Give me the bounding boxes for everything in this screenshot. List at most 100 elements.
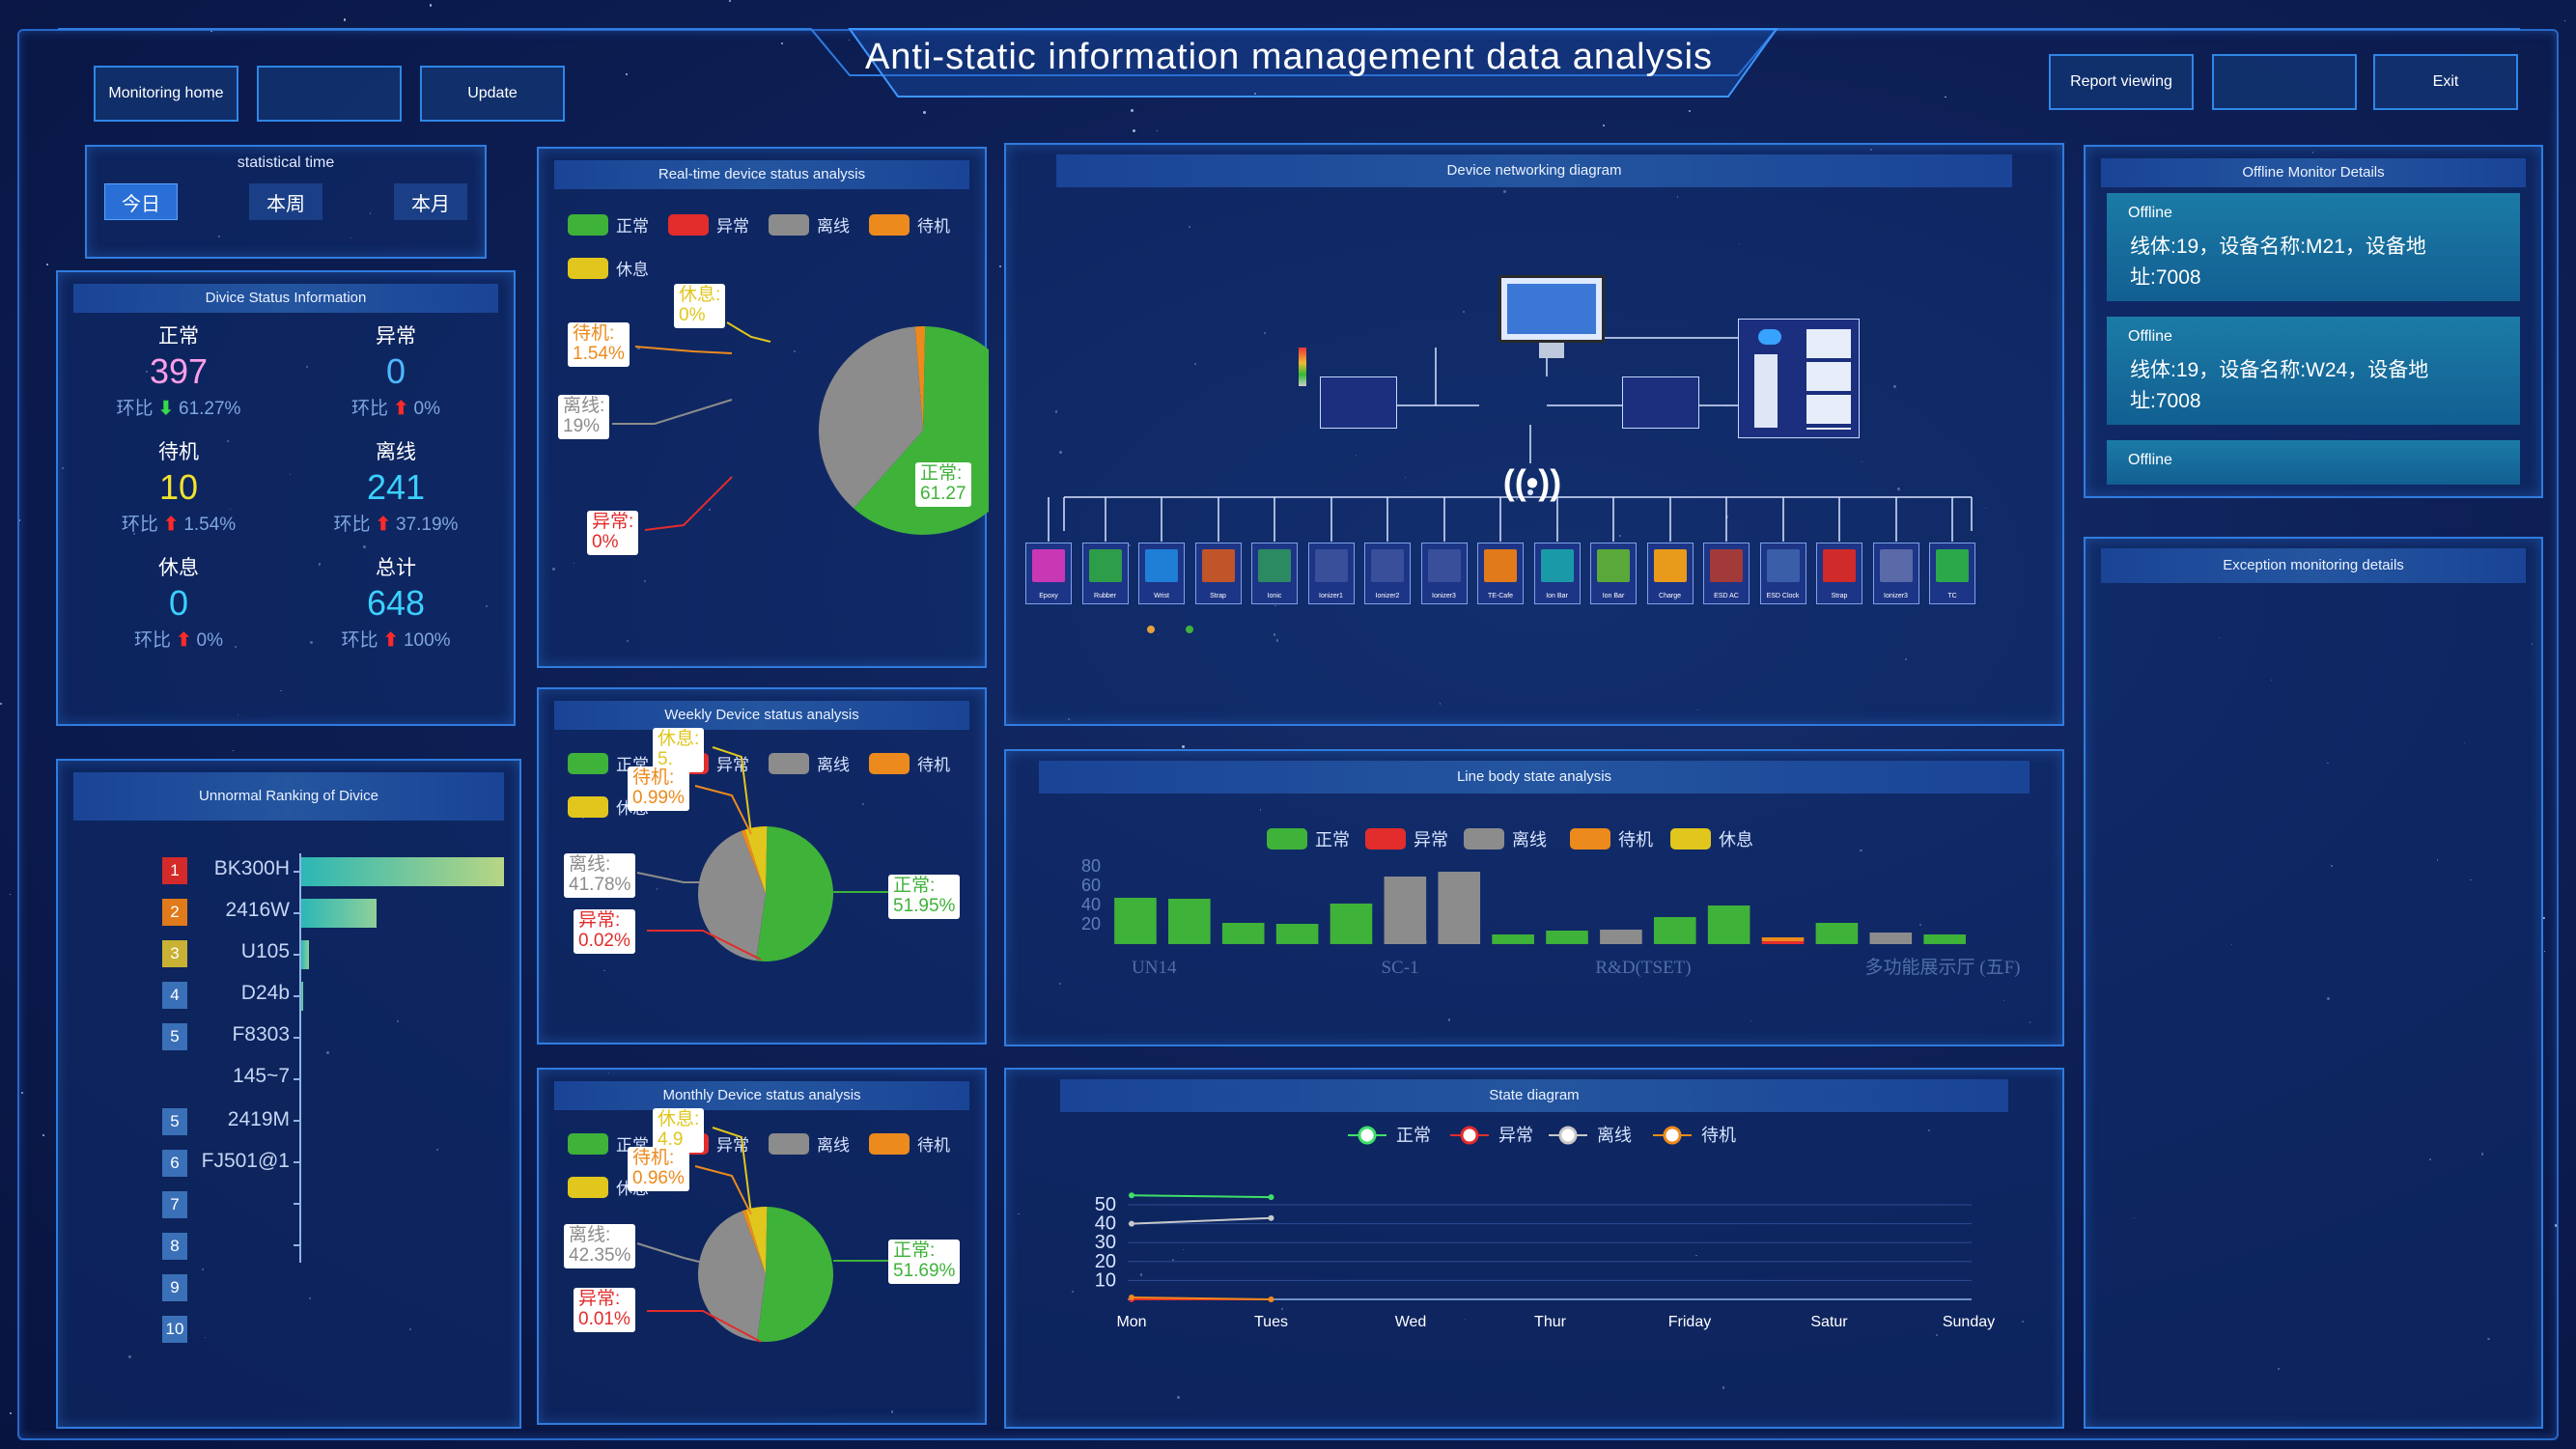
legend-item[interactable]: 离线: [769, 212, 850, 237]
device-tile[interactable]: Rubber: [1081, 543, 1129, 604]
tab-this-month[interactable]: 本月: [394, 183, 467, 220]
legend-item[interactable]: 休息: [568, 256, 649, 280]
y-tick-label: 60: [1081, 876, 1101, 895]
state-diagram-title: State diagram: [1060, 1079, 2008, 1112]
offline-status: Offline: [2128, 205, 2172, 221]
nav-exit-label: Exit: [2432, 73, 2459, 90]
legend-swatch: [1365, 828, 1406, 850]
bar: [1275, 924, 1319, 944]
legend-swatch: [1464, 828, 1504, 850]
device-tile-label: TC: [1947, 593, 1957, 599]
device-tile[interactable]: ESD Clock: [1759, 543, 1806, 604]
nav-exit-button[interactable]: Exit: [2373, 54, 2518, 110]
bar: [1761, 937, 1805, 941]
device-tile[interactable]: Ion Bar: [1533, 543, 1581, 604]
callout-box: 休息: 4.9: [653, 1108, 705, 1153]
device-tile[interactable]: Ionizer2: [1364, 543, 1411, 604]
rank-badge: 2: [162, 899, 187, 926]
data-point: [1268, 1194, 1274, 1201]
legend-label: 离线: [817, 756, 850, 774]
legend-item[interactable]: 待机: [869, 751, 950, 775]
legend-item[interactable]: 待机: [869, 212, 950, 237]
legend-label: 休息: [1719, 830, 1753, 850]
offline-card[interactable]: Offline 线体:19，设备名称:M21，设备地址:7008: [2107, 193, 2520, 301]
offline-detail: 线体:19，设备名称:M21，设备地址:7008: [2130, 236, 2426, 289]
tab-this-week[interactable]: 本周: [249, 183, 322, 220]
device-tile-icon: [1597, 549, 1630, 582]
nav-blank-button[interactable]: [257, 66, 402, 122]
x-tick-label: UN14: [1132, 958, 1177, 978]
device-tile[interactable]: Ion Bar: [1590, 543, 1637, 604]
legend-item[interactable]: 正常: [568, 212, 649, 237]
offline-card[interactable]: Offline: [2107, 440, 2520, 485]
device-tile-icon: [1823, 549, 1856, 582]
y-tick-label: 80: [1081, 856, 1101, 876]
device-tile[interactable]: Ionizer3: [1872, 543, 1919, 604]
status-stat-label: 离线: [376, 441, 416, 463]
star: [343, 18, 347, 21]
callout-leader: [712, 1127, 752, 1215]
y-tick-label: 40: [1081, 895, 1101, 914]
status-stat-change: 环比 ⬆ 0%: [299, 394, 492, 420]
rank-device-name: FJ501@1: [201, 1150, 290, 1172]
legend-item[interactable]: 离线: [769, 1131, 850, 1156]
nav-blank-right-button[interactable]: [2212, 54, 2357, 110]
wireless-icon: ((•)): [1502, 462, 1562, 502]
device-tile[interactable]: Epoxy: [1025, 543, 1072, 604]
device-tile[interactable]: Strap: [1816, 543, 1862, 604]
device-tile[interactable]: Ionic: [1251, 543, 1298, 604]
legend-swatch: [568, 752, 608, 774]
ranking-axis-tick: [294, 912, 299, 914]
ranking-title: Unnormal Ranking of Divice: [73, 772, 504, 821]
device-tile[interactable]: Strap: [1194, 543, 1242, 604]
device-tile-icon: [1032, 549, 1065, 582]
change-label: 环比: [351, 399, 389, 419]
device-tile[interactable]: TE-Cafe: [1477, 543, 1524, 604]
device-tile-icon: [1145, 549, 1178, 582]
callout-box: 离线: 19%: [558, 395, 610, 439]
device-tile[interactable]: Charge: [1646, 543, 1694, 604]
legend-swatch: [568, 257, 608, 279]
star: [42, 1134, 45, 1137]
offline-detail: 线体:19，设备名称:W24，设备地址:7008: [2130, 359, 2429, 412]
nav-monitoring-home-button[interactable]: Monitoring home: [94, 66, 238, 122]
legend-item[interactable]: 异常: [668, 212, 749, 237]
change-value: 1.54%: [183, 515, 237, 535]
legend-item[interactable]: 离线: [769, 751, 850, 775]
rank-badge: 8: [162, 1233, 187, 1260]
pie-callout-offline: 离线: 19%: [558, 395, 610, 439]
legend-marker: [1460, 1126, 1479, 1145]
signal-tower-icon: [1299, 348, 1306, 386]
legend-item[interactable]: 待机: [869, 1131, 950, 1156]
tab-today[interactable]: 今日: [104, 183, 178, 220]
device-tile-label: ESD Clock: [1766, 593, 1800, 599]
star: [1253, 92, 1256, 95]
callout-leader: [647, 930, 762, 961]
x-tick-label: SC-1: [1381, 958, 1418, 978]
x-tick-label: Mon: [1116, 1314, 1146, 1330]
device-tile[interactable]: Ionizer3: [1420, 543, 1468, 604]
tab-today-label: 今日: [122, 193, 160, 215]
legend-marker: [1358, 1126, 1377, 1145]
device-tile[interactable]: Wrist: [1138, 543, 1185, 604]
nav-update-button[interactable]: Update: [420, 66, 565, 122]
nav-report-viewing-button[interactable]: Report viewing: [2049, 54, 2194, 110]
device-tile-icon: [1484, 549, 1517, 582]
rank-bar: [301, 940, 310, 969]
device-tile-label: Strap: [1831, 593, 1848, 599]
pie-slice: [745, 1207, 768, 1274]
statistical-time-title: statistical time: [237, 154, 335, 171]
device-tile[interactable]: Ionizer1: [1307, 543, 1355, 604]
tile-connector: [1104, 497, 1106, 542]
bar: [1761, 941, 1805, 944]
ranking-axis-tick: [294, 954, 299, 956]
device-tile-icon: [1766, 549, 1800, 582]
device-tile[interactable]: ESD AC: [1703, 543, 1750, 604]
x-tick-label: Wed: [1395, 1314, 1427, 1330]
device-tile[interactable]: TC: [1929, 543, 1975, 604]
star: [232, 749, 235, 752]
pie-callout-rest: 休息: 0%: [674, 284, 726, 328]
star: [998, 265, 1002, 268]
